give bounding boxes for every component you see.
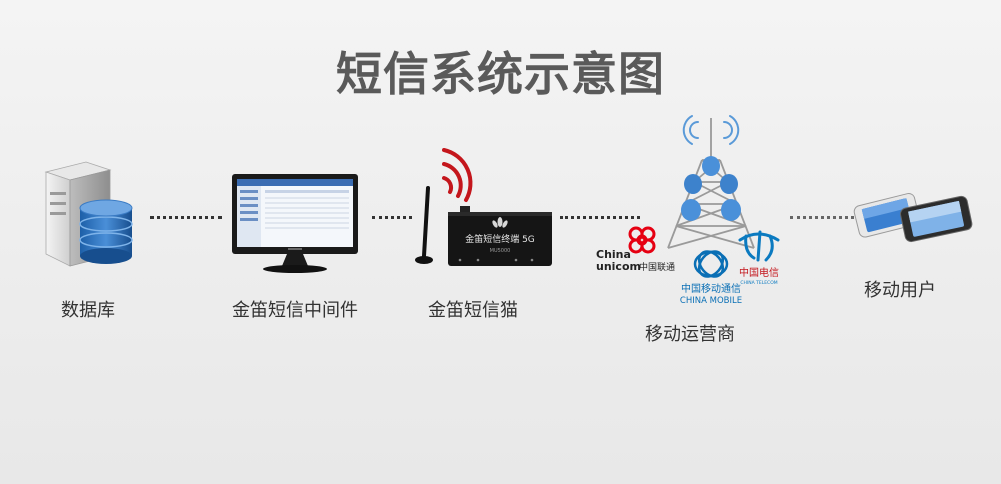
telecom-cn: 中国电信 (739, 266, 779, 279)
lotus-logo-icon (492, 217, 508, 228)
connector-1 (150, 216, 222, 219)
users-node (850, 190, 974, 244)
database-node (38, 158, 138, 270)
broadcast-waves-icon (682, 115, 740, 145)
database-cylinder-icon (79, 199, 133, 264)
mobile-cn: 中国移动通信 (681, 282, 741, 295)
middleware-node (232, 174, 358, 274)
unicom-knot-icon (628, 226, 656, 254)
unicom-en-bottom: unicom (596, 260, 641, 273)
phone-right-icon (900, 195, 973, 243)
china-telecom-logo: 中国电信 CHINA TELECOM (738, 230, 780, 286)
modem-device-model: MU5000 (490, 248, 511, 254)
mobile-en: CHINA MOBILE (680, 296, 742, 306)
monitor-icon (232, 174, 358, 273)
connector-2 (372, 216, 412, 219)
telecom-symbol-icon (738, 230, 780, 262)
database-label: 数据库 (61, 300, 115, 321)
antenna-icon (415, 186, 433, 264)
operators-label: 移动运营商 (645, 324, 735, 345)
connector-4 (790, 216, 854, 219)
middleware-label: 金笛短信中间件 (232, 300, 358, 321)
smartphones-icon (853, 193, 973, 243)
china-unicom-logo: China unicom 中国联通 (596, 226, 675, 273)
modem-node: 金笛短信终端 5G MU5000 (412, 148, 554, 274)
phone-left-icon (853, 193, 921, 238)
cell-tower-icon (667, 118, 755, 249)
connector-3 (560, 216, 640, 219)
china-mobile-logo: 中国移动通信 CHINA MOBILE (680, 250, 742, 306)
telecom-en: CHINA TELECOM (740, 280, 777, 286)
operators-node: China unicom 中国联通 中国移动通信 CHINA MOBILE 中国… (594, 112, 790, 308)
mobile-swirl-icon (693, 250, 729, 278)
modem-label: 金笛短信猫 (428, 300, 518, 321)
signal-waves-icon (442, 148, 473, 202)
sms-modem-icon: 金笛短信终端 5G MU5000 (415, 148, 552, 266)
users-label: 移动用户 (864, 280, 936, 301)
operators-graphic: China unicom 中国联通 中国移动通信 CHINA MOBILE 中国… (596, 115, 780, 306)
database-server-icon (44, 161, 133, 267)
unicom-en-top: China (596, 248, 631, 261)
modem-device-name: 金笛短信终端 5G (465, 233, 535, 245)
page-title: 短信系统示意图 (336, 47, 665, 101)
unicom-cn: 中国联通 (639, 261, 675, 273)
